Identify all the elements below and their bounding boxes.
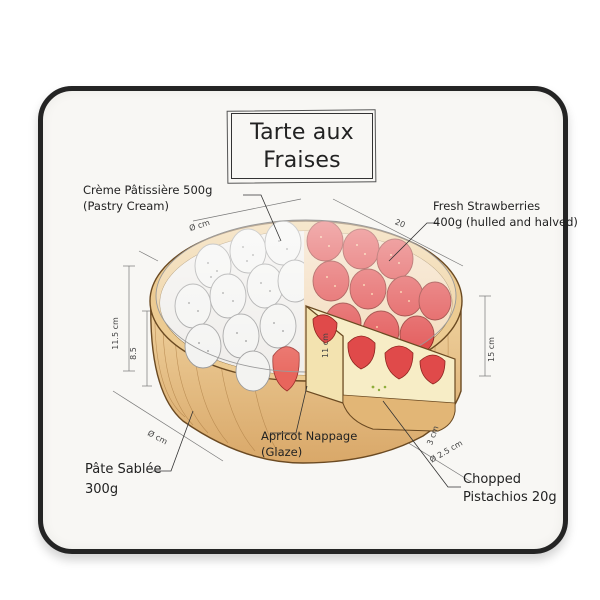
- construction-lines: [112, 198, 491, 484]
- label-pastry-cream-sub: (Pastry Cream): [83, 199, 169, 213]
- page-title-line-1: Tarte aux: [250, 120, 354, 145]
- label-nappage: Apricot Nappage: [261, 429, 358, 443]
- dim-slice-height: 11 cm: [320, 333, 330, 358]
- label-pistachios-sub: Pistachios 20g: [463, 490, 557, 505]
- pointer-lines: [153, 194, 461, 488]
- label-pate-sablee: Pâte Sablée: [85, 462, 162, 477]
- title-frame: Tarte aux Fraises: [231, 113, 373, 179]
- slice-cutaway: [305, 304, 456, 432]
- label-strawberries-sub: 400g (hulled and halved): [433, 215, 578, 229]
- label-pate-sablee-weight: 300g: [85, 482, 119, 497]
- page-title-line-2: Fraises: [263, 148, 341, 173]
- label-strawberries: Fresh Strawberries: [433, 199, 541, 213]
- label-nappage-sub: (Glaze): [261, 445, 303, 459]
- tart-illustration: [112, 194, 491, 488]
- label-pistachios: Chopped: [463, 472, 522, 487]
- mouse-pad: Tarte aux Fraises Crème Pâtissière 500g …: [38, 86, 578, 554]
- dim-height-inner: 8.5: [128, 347, 138, 360]
- label-pastry-cream: Crème Pâtissière 500g: [83, 183, 213, 197]
- dim-height-outer: 11.5 cm: [110, 317, 120, 350]
- dim-right-height: 15 cm: [486, 337, 496, 362]
